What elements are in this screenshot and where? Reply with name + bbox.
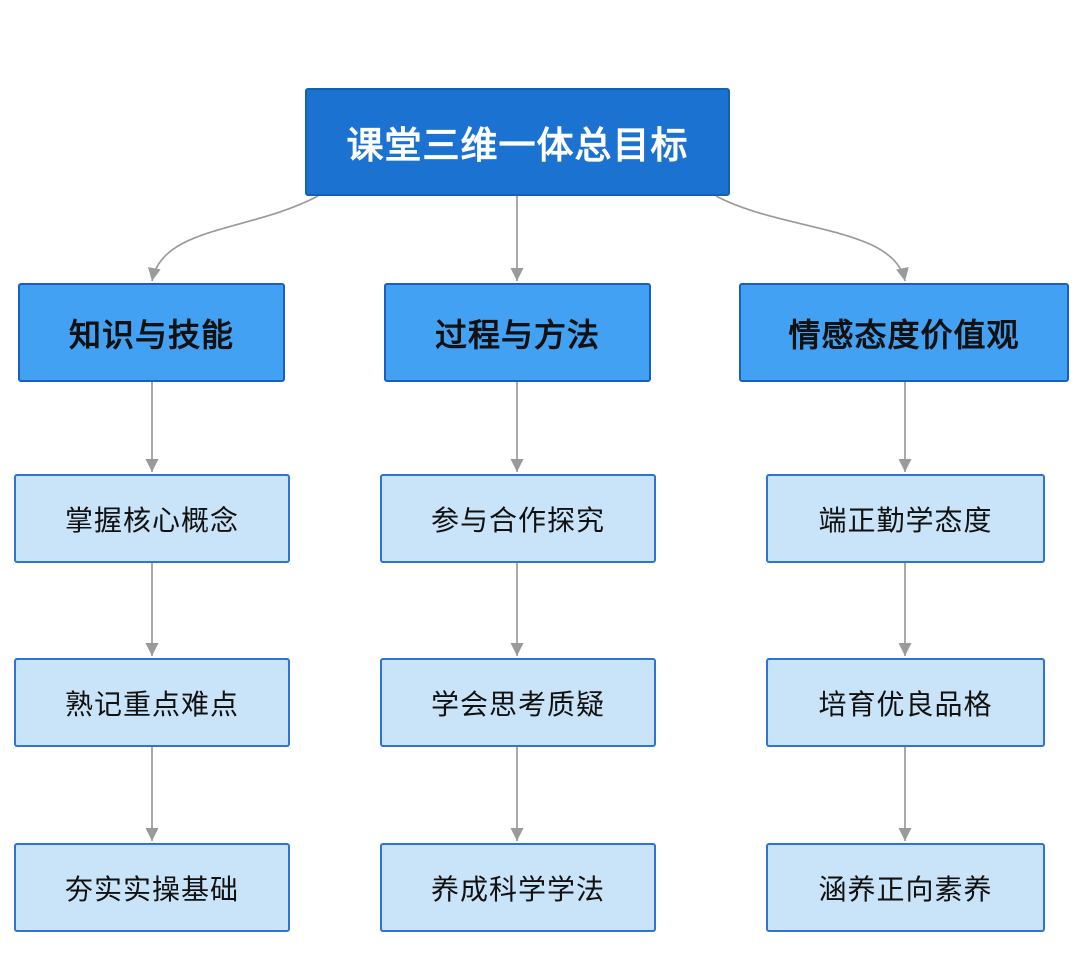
edge-root-to-branch-left	[147, 195, 319, 282]
node-branch-process-method: 过程与方法	[384, 283, 651, 382]
node-branch-emotion-attitude-values: 情感态度价值观	[739, 283, 1069, 382]
node-root-overall-goal: 课堂三维一体总目标	[305, 88, 730, 196]
node-branch-knowledge-skills: 知识与技能	[18, 283, 285, 382]
edge-root-to-branch-right	[715, 195, 909, 282]
node-leaf-learn-to-question: 学会思考质疑	[380, 658, 656, 747]
node-leaf-diligent-attitude: 端正勤学态度	[766, 474, 1045, 563]
node-leaf-grasp-core-concepts: 掌握核心概念	[14, 474, 290, 563]
node-leaf-cultivate-good-character: 培育优良品格	[766, 658, 1045, 747]
node-leaf-cooperative-inquiry: 参与合作探究	[380, 474, 656, 563]
node-leaf-memorize-key-points: 熟记重点难点	[14, 658, 290, 747]
node-leaf-scientific-study-methods: 养成科学学法	[380, 843, 656, 932]
node-leaf-nurture-positive-qualities: 涵养正向素养	[766, 843, 1045, 932]
node-leaf-solidify-practical-basics: 夯实实操基础	[14, 843, 290, 932]
